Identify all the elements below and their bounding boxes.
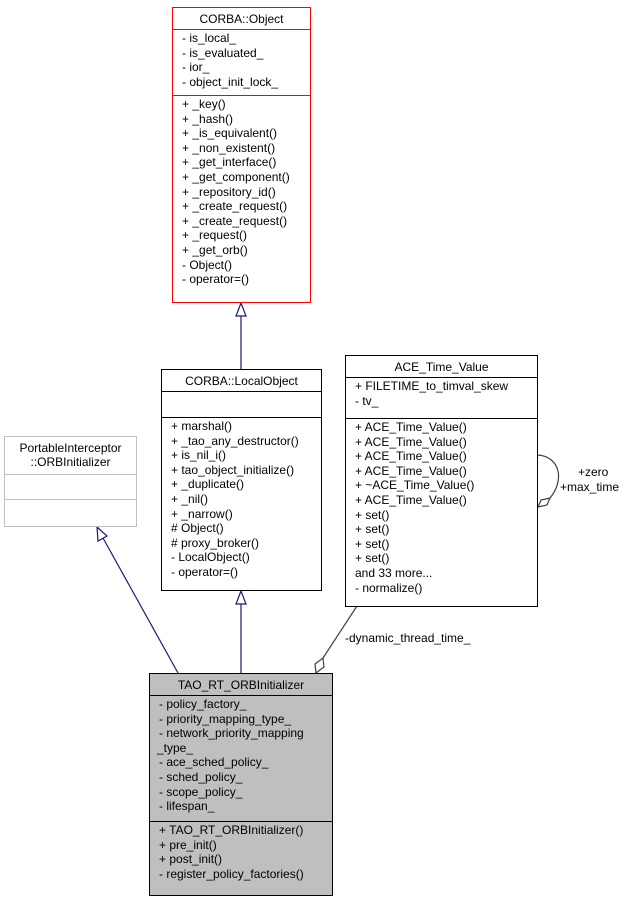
class-attribute: - lifespan_ — [159, 799, 215, 814]
class-method: + _nil() — [171, 491, 209, 506]
class-method: + set() — [355, 522, 390, 537]
class-title: CORBA::LocalObject — [185, 374, 298, 388]
class-method: + _non_existent() — [182, 140, 276, 155]
class-title-line: PortableInterceptor — [19, 441, 122, 455]
inheritance-edge-tao-orbinitializer — [102, 537, 179, 674]
class-attribute: + FILETIME_to_timval_skew — [355, 379, 509, 393]
usage-label-dynamic-thread-time: -dynamic_thread_time_ — [345, 631, 471, 645]
class-attribute: _type_ — [157, 740, 194, 755]
class-method: + _repository_id() — [182, 184, 276, 199]
inheritance-arrowhead-localobject — [235, 589, 247, 605]
class-method: - Object() — [182, 257, 233, 272]
class-method: + post_init() — [159, 852, 223, 867]
class-method: # proxy_broker() — [171, 535, 260, 550]
class-method: + set() — [355, 507, 390, 522]
class-title: ACE_Time_Value — [394, 360, 489, 374]
self-association-diamond — [536, 497, 552, 508]
class-ace-time-value[interactable]: ACE_Time_Value + FILETIME_to_timval_skew… — [345, 355, 538, 607]
class-method: + ACE_Time_Value() — [355, 463, 467, 478]
class-method: + _create_request() — [182, 213, 288, 228]
self-association-edge — [536, 454, 560, 499]
class-method: + ~ACE_Time_Value() — [355, 478, 475, 493]
class-method: - operator=() — [171, 564, 239, 579]
class-method: + _get_component() — [182, 169, 290, 184]
inheritance-arrowhead-orbinitializer — [96, 525, 109, 542]
class-method: + ACE_Time_Value() — [355, 420, 467, 434]
usage-edge-dynamic-thread-time — [322, 605, 358, 659]
attribute-section: + FILETIME_to_timval_skew- tv_ — [346, 377, 537, 418]
class-title: TAO_RT_ORBInitializer — [177, 678, 305, 692]
class-tao-rt-orbinitializer[interactable]: TAO_RT_ORBInitializer - policy_factory_-… — [149, 673, 333, 896]
class-attribute: - network_priority_mapping — [159, 726, 304, 741]
class-method: + _create_request() — [182, 199, 288, 214]
class-method: + ACE_Time_Value() — [355, 434, 467, 449]
class-method: + _is_equivalent() — [182, 126, 278, 141]
class-portableinterceptor-orbinitializer[interactable]: PortableInterceptor ::ORBInitializer — [4, 436, 137, 527]
class-attribute: - priority_mapping_type_ — [159, 711, 292, 726]
method-section — [5, 499, 136, 524]
class-title: CORBA::Object — [199, 12, 284, 26]
class-title: PortableInterceptor ::ORBInitializer — [5, 437, 136, 474]
attribute-section: - policy_factory_- priority_mapping_type… — [150, 695, 332, 821]
class-method: - register_policy_factories() — [159, 866, 304, 881]
class-corba-localobject[interactable]: CORBA::LocalObject + marshal()+ _tao_any… — [161, 369, 322, 591]
class-method: + _key() — [182, 97, 226, 111]
method-section: + ACE_Time_Value()+ ACE_Time_Value()+ AC… — [346, 418, 537, 597]
class-method: - operator=() — [182, 272, 250, 287]
class-method: + set() — [355, 536, 390, 551]
attribute-section — [5, 474, 136, 499]
class-attribute: - ace_sched_policy_ — [159, 755, 269, 770]
class-method: + _get_interface() — [182, 155, 277, 170]
class-method: + TAO_RT_ORBInitializer() — [159, 823, 304, 837]
method-section: + _key()+ _hash()+ _is_equivalent()+ _no… — [173, 95, 310, 289]
method-section: + TAO_RT_ORBInitializer()+ pre_init()+ p… — [150, 821, 332, 883]
class-attribute: - ior_ — [182, 60, 210, 75]
class-attribute: - is_local_ — [182, 31, 237, 45]
class-method: and 33 more... — [355, 565, 433, 580]
class-method: + _duplicate() — [171, 477, 245, 492]
class-method: + tao_object_initialize() — [171, 462, 295, 477]
usage-diamond — [314, 656, 325, 675]
class-attribute: - sched_policy_ — [159, 769, 243, 784]
class-method: - normalize() — [355, 580, 423, 595]
class-method: + ACE_Time_Value() — [355, 492, 467, 507]
self-association-label-max-time: +max_time — [560, 480, 620, 494]
class-attribute: - policy_factory_ — [159, 697, 247, 711]
class-method: + ACE_Time_Value() — [355, 449, 467, 464]
class-method: + marshal() — [171, 419, 233, 433]
inheritance-arrowhead-object — [235, 301, 247, 317]
class-method: - LocalObject() — [171, 550, 250, 565]
class-attribute: - tv_ — [355, 393, 379, 408]
class-method: + is_nil_i() — [171, 448, 227, 463]
class-method: + _narrow() — [171, 506, 233, 521]
class-method: + _tao_any_destructor() — [171, 433, 299, 448]
class-corba-object[interactable]: CORBA::Object - is_local_- is_evaluated_… — [172, 7, 311, 303]
class-method: # Object() — [171, 521, 224, 536]
class-method: + pre_init() — [159, 837, 217, 852]
class-method: + _request() — [182, 228, 248, 243]
class-method: + _hash() — [182, 111, 234, 126]
class-attribute: - object_init_lock_ — [182, 74, 279, 89]
method-section: + marshal()+ _tao_any_destructor()+ is_n… — [162, 417, 321, 582]
class-method: + set() — [355, 551, 390, 566]
class-title-line: ::ORBInitializer — [30, 455, 111, 469]
attribute-section — [162, 391, 321, 417]
self-association-label-zero: +zero — [578, 465, 609, 479]
attribute-section: - is_local_- is_evaluated_- ior_- object… — [173, 29, 310, 95]
class-attribute: - is_evaluated_ — [182, 45, 264, 60]
class-method: + _get_orb() — [182, 242, 248, 257]
class-attribute: - scope_policy_ — [159, 784, 243, 799]
